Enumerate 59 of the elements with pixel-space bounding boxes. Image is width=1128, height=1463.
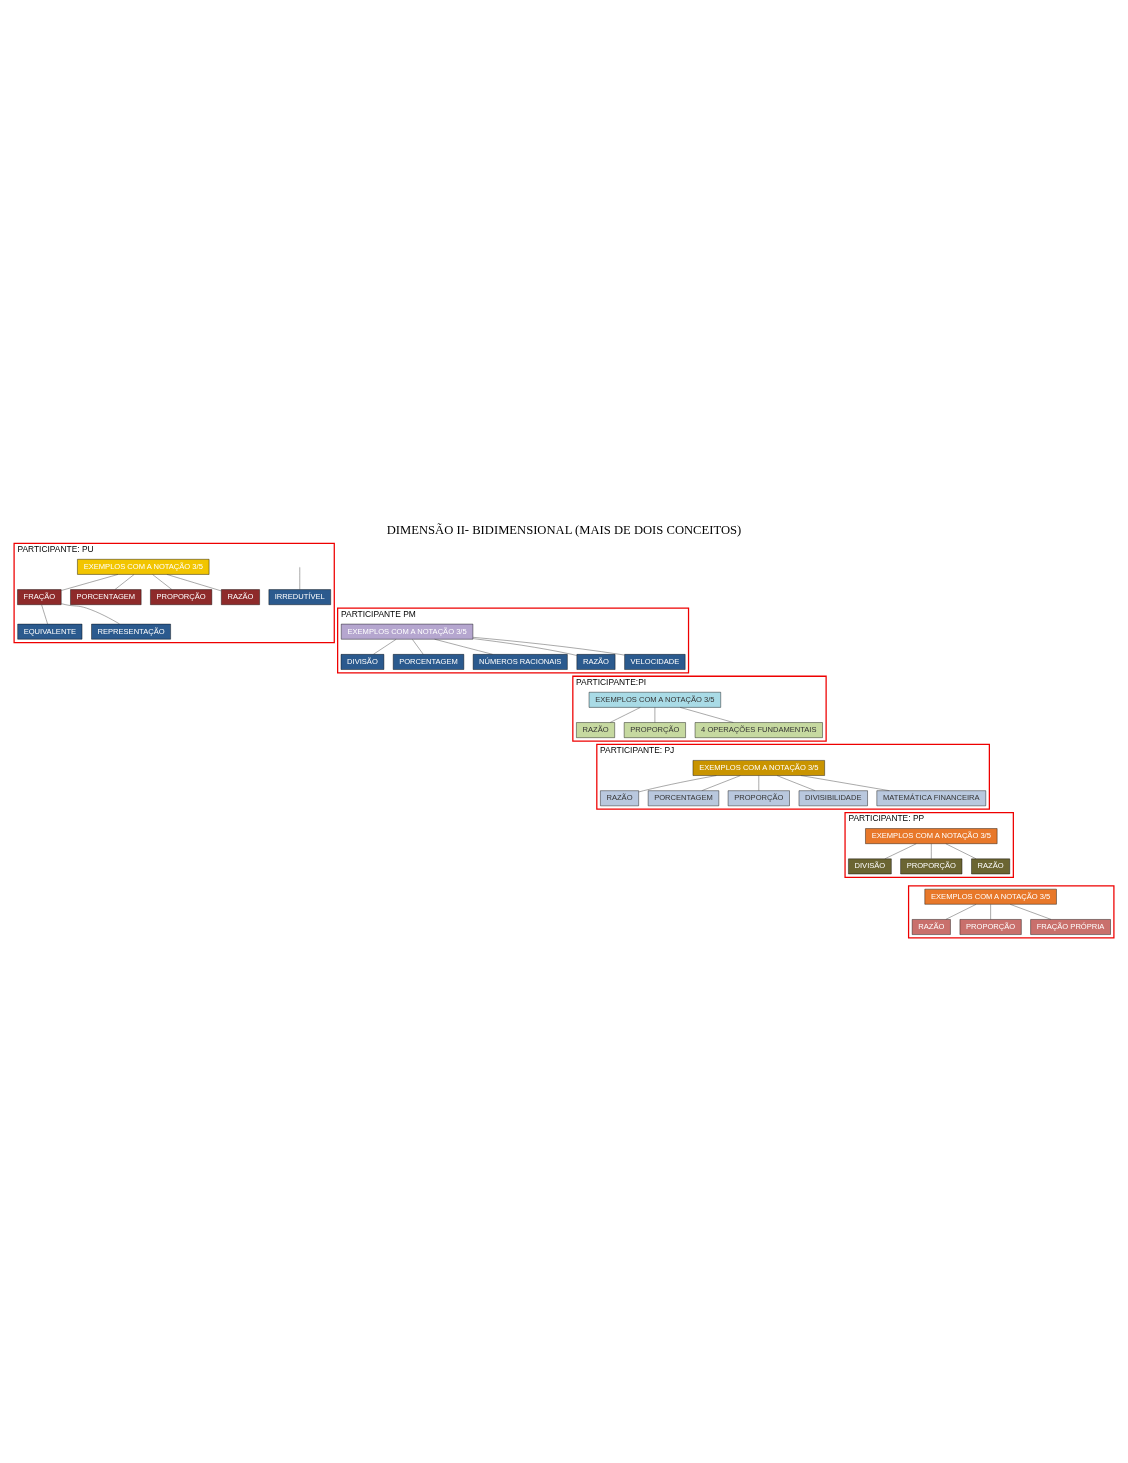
connector xyxy=(609,706,641,723)
node-box: MATEMÁTICA FINANCEIRA xyxy=(876,790,986,806)
connector xyxy=(373,638,397,654)
connector xyxy=(434,638,493,655)
connector xyxy=(931,843,932,859)
connector xyxy=(61,602,120,624)
connector xyxy=(638,774,717,792)
node-box: VELOCIDADE xyxy=(624,653,686,670)
connector xyxy=(412,638,424,655)
connector xyxy=(776,774,816,791)
connector xyxy=(166,573,222,591)
cluster xyxy=(907,884,1115,939)
connector xyxy=(945,843,977,859)
node-box: EXEMPLOS COM A NOTAÇÃO 3/5 xyxy=(692,759,825,776)
node-box: RAZÃO xyxy=(576,653,616,670)
connector xyxy=(990,903,991,920)
connector xyxy=(701,774,741,791)
connector xyxy=(152,573,173,590)
connector xyxy=(472,636,625,655)
node-box: PROPORÇÃO xyxy=(727,790,790,806)
node-box: DIVISÃO xyxy=(340,653,385,670)
node-box: PROPORÇÃO xyxy=(959,918,1022,935)
node-box: PORCENTAGEM xyxy=(70,588,142,605)
connector xyxy=(114,573,135,590)
node-box: EXEMPLOS COM A NOTAÇÃO 3/5 xyxy=(77,558,210,575)
node-box: DIVISIBILIDADE xyxy=(798,790,868,806)
node-box: IRREDUTÍVEL xyxy=(268,588,331,605)
connector xyxy=(679,706,734,723)
node-box: EXEMPLOS COM A NOTAÇÃO 3/5 xyxy=(865,827,998,844)
node-box: REPRESENTAÇÃO xyxy=(91,623,171,639)
node-box: FRAÇÃO xyxy=(17,588,62,605)
node-box: PROPORÇÃO xyxy=(900,858,963,874)
connector xyxy=(800,774,890,791)
connector xyxy=(758,774,759,791)
connector xyxy=(1009,903,1052,920)
node-box: EQUIVALENTE xyxy=(17,623,83,639)
diagram-title: DIMENSÃO II- BIDIMENSIONAL (MAIS DE DOIS CONCEITOS) xyxy=(386,522,742,537)
node-box: RAZÃO xyxy=(600,790,639,806)
node-box: RAZÃO xyxy=(221,588,260,605)
node-box: RAZÃO xyxy=(971,858,1010,874)
node-box: FRAÇÃO PRÓPRIA xyxy=(1030,918,1111,935)
node-box: DIVISÃO xyxy=(848,858,892,874)
node-box: RAZÃO xyxy=(576,721,615,738)
node-box: NÚMEROS RACIONAIS xyxy=(472,653,568,670)
connector xyxy=(945,903,977,920)
node-box: EXEMPLOS COM A NOTAÇÃO 3/5 xyxy=(924,888,1057,904)
node-box: PORCENTAGEM xyxy=(392,653,465,670)
connector xyxy=(61,573,119,591)
connector xyxy=(472,637,577,656)
connector xyxy=(41,604,48,624)
node-box: PROPORÇÃO xyxy=(150,588,213,605)
node-box: EXEMPLOS COM A NOTAÇÃO 3/5 xyxy=(341,623,474,639)
node-box: RAZÃO xyxy=(911,918,951,935)
node-box: 4 OPERAÇÕES FUNDAMENTAIS xyxy=(694,721,823,738)
node-box: PROPORÇÃO xyxy=(623,721,686,738)
connector xyxy=(654,706,656,723)
node-box: PORCENTAGEM xyxy=(647,790,720,806)
connector xyxy=(884,843,917,859)
node-box: EXEMPLOS COM A NOTAÇÃO 3/5 xyxy=(588,691,721,708)
